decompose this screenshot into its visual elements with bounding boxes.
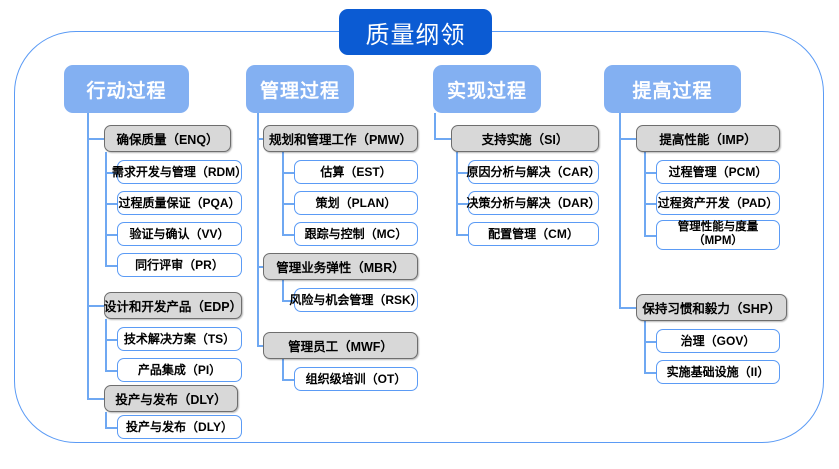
group-box-enq[interactable]: 确保质量（ENQ） <box>104 125 231 152</box>
connector-imp-spine <box>644 152 646 236</box>
connector-edp-i1 <box>105 339 118 341</box>
connector-col2-g2 <box>257 266 264 268</box>
root-title-box: 质量纲领 <box>339 9 492 55</box>
item-box-ts[interactable]: 技术解决方案（TS） <box>117 327 242 351</box>
group-box-dly[interactable]: 投产与发布（DLY） <box>104 385 238 412</box>
connector-si-i1 <box>456 172 469 174</box>
connector-col1-g3 <box>87 398 105 400</box>
item-box-car[interactable]: 原因分析与解决（CAR） <box>467 160 601 184</box>
item-box-cm[interactable]: 配置管理（CM） <box>468 222 599 246</box>
connector-col1-spine <box>87 113 89 399</box>
group-box-pmw[interactable]: 规划和管理工作（PMW） <box>263 125 418 152</box>
column-header-3[interactable]: 实现过程 <box>433 65 541 113</box>
connector-col1-g1 <box>87 138 105 140</box>
item-box-est[interactable]: 估算（EST） <box>294 160 418 184</box>
column-header-4[interactable]: 提高过程 <box>604 65 741 113</box>
connector-pmw-i1 <box>282 172 295 174</box>
connector-col2-g1 <box>257 138 264 140</box>
connector-col3-spine <box>434 113 436 140</box>
connector-si-spine <box>456 152 458 235</box>
item-box-mc[interactable]: 跟踪与控制（MC） <box>294 222 418 246</box>
item-box-plan[interactable]: 策划（PLAN） <box>294 191 418 215</box>
item-box-pad[interactable]: 过程资产开发（PAD） <box>656 191 780 215</box>
item-box-dly-child[interactable]: 投产与发布（DLY） <box>117 415 242 439</box>
connector-pmw-i3 <box>282 234 295 236</box>
connector-col3-g1 <box>434 138 452 140</box>
connector-col2-spine <box>257 113 259 346</box>
connector-mwf-spine <box>282 359 284 380</box>
connector-dly-spine <box>105 412 107 428</box>
group-box-shp[interactable]: 保持习惯和毅力（SHP） <box>636 294 787 321</box>
item-box-mpm[interactable]: 管理性能与度量（MPM） <box>656 220 780 250</box>
item-box-rsk[interactable]: 风险与机会管理（RSK） <box>289 288 423 312</box>
connector-enq-spine <box>105 152 107 266</box>
item-box-vv[interactable]: 验证与确认（VV） <box>117 222 242 246</box>
connector-pmw-i2 <box>282 203 295 205</box>
group-box-mwf[interactable]: 管理员工（MWF） <box>263 332 418 359</box>
group-box-edp[interactable]: 设计和开发产品（EDP） <box>104 292 242 319</box>
connector-shp-i1 <box>644 341 657 343</box>
connector-pmw-spine <box>282 152 284 235</box>
connector-edp-spine <box>105 319 107 371</box>
group-box-mbr[interactable]: 管理业务弹性（MBR） <box>263 253 418 280</box>
connector-mbr-i1 <box>282 300 295 302</box>
connector-col4-g2 <box>619 307 637 309</box>
item-box-pcm[interactable]: 过程管理（PCM） <box>656 160 780 184</box>
item-box-rdm[interactable]: 需求开发与管理（RDM） <box>112 160 247 184</box>
connector-col2-g3 <box>257 345 264 347</box>
connector-imp-i2 <box>644 203 657 205</box>
column-header-1[interactable]: 行动过程 <box>64 65 189 113</box>
connector-enq-i3 <box>105 234 118 236</box>
connector-col1-g2 <box>87 305 105 307</box>
item-box-pi[interactable]: 产品集成（PI） <box>117 358 242 382</box>
connector-enq-i1 <box>105 172 118 174</box>
item-box-ii[interactable]: 实施基础设施（II） <box>656 360 780 384</box>
connector-si-i3 <box>456 234 469 236</box>
item-box-pr[interactable]: 同行评审（PR） <box>117 253 242 277</box>
column-header-2[interactable]: 管理过程 <box>246 65 354 113</box>
connector-shp-i2 <box>644 372 657 374</box>
connector-dly-i1 <box>105 427 118 429</box>
group-box-si[interactable]: 支持实施（SI） <box>451 125 599 152</box>
connector-mwf-i1 <box>282 379 295 381</box>
connector-col4-spine <box>619 113 621 308</box>
connector-si-i2 <box>456 203 469 205</box>
connector-col4-g1 <box>619 138 637 140</box>
item-box-ot[interactable]: 组织级培训（OT） <box>294 367 418 391</box>
connector-imp-i1 <box>644 172 657 174</box>
connector-enq-i2 <box>105 203 118 205</box>
connector-imp-i3 <box>644 235 657 237</box>
group-box-imp[interactable]: 提高性能（IMP） <box>636 125 780 152</box>
item-box-gov[interactable]: 治理（GOV） <box>656 329 780 353</box>
connector-edp-i2 <box>105 370 118 372</box>
connector-enq-i4 <box>105 265 118 267</box>
connector-shp-spine <box>644 321 646 373</box>
item-box-dar[interactable]: 决策分析与解决（DAR） <box>467 191 601 215</box>
connector-mbr-spine <box>282 280 284 301</box>
item-box-pqa[interactable]: 过程质量保证（PQA） <box>117 191 242 215</box>
